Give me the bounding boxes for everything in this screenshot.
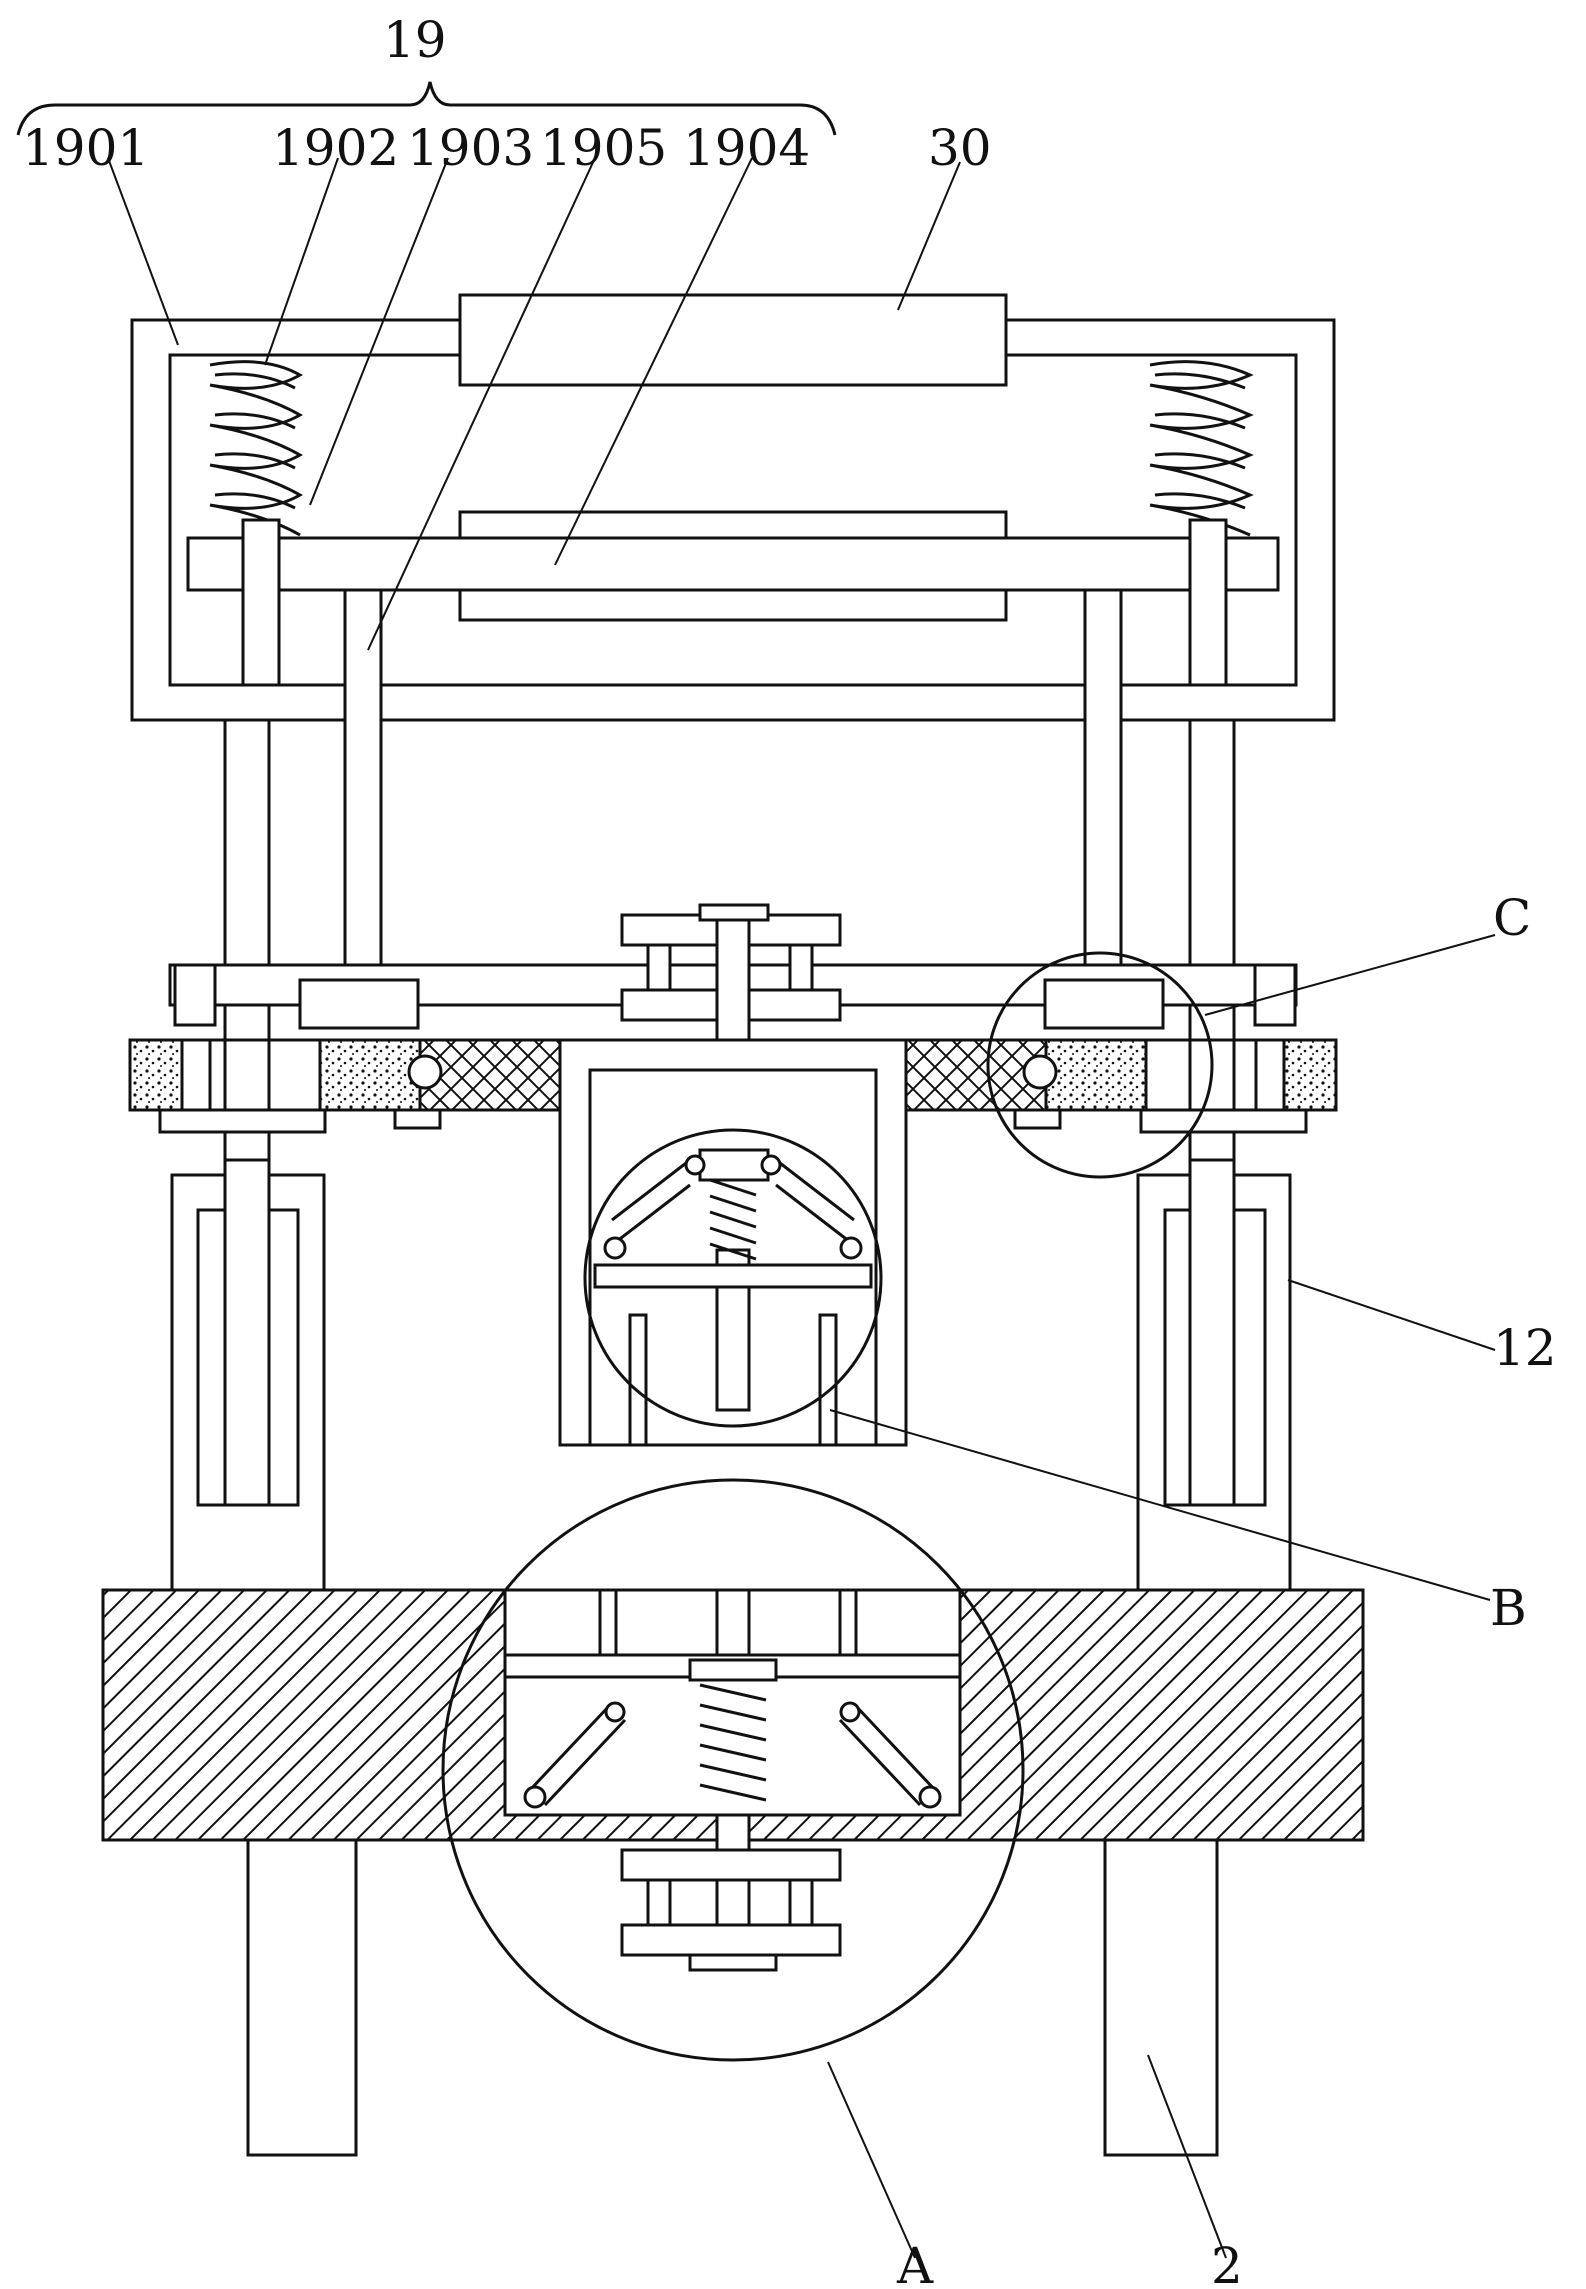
label-B: B (1490, 1579, 1527, 1637)
label-1902: 1902 (272, 119, 399, 177)
label-30: 30 (928, 119, 992, 177)
label-C: C (1493, 889, 1531, 947)
group-19-brace (16, 81, 837, 136)
label-1901: 1901 (22, 119, 149, 177)
label-1903: 1903 (407, 119, 534, 177)
label-2: 2 (1211, 2237, 1243, 2289)
label-1905: 1905 (540, 119, 667, 177)
detail-circle-c (986, 951, 1214, 1179)
spring-left-1902 (209, 360, 304, 537)
base-block (101, 1588, 1365, 1962)
leg-right-2 (1103, 1838, 1219, 2157)
side-housing-left (170, 1158, 326, 1592)
center-housing (558, 1038, 908, 1447)
label-12: 12 (1493, 1319, 1557, 1377)
label-19: 19 (383, 11, 447, 69)
leg-left (246, 1838, 358, 2157)
rod-left-1905 (343, 588, 383, 1022)
label-A: A (896, 2237, 934, 2289)
side-housing-right-12 (1136, 1158, 1292, 1592)
bottom-screw-flanges (620, 1848, 842, 1972)
label-1904: 1904 (683, 119, 810, 177)
detail-circle-a (441, 1478, 1025, 2062)
detail-circle-b (583, 1128, 883, 1428)
leader-lines (107, 157, 1496, 2259)
crossbar-1904 (186, 510, 1280, 622)
plate-30 (458, 293, 1008, 387)
spring-right-1902 (1149, 360, 1254, 537)
